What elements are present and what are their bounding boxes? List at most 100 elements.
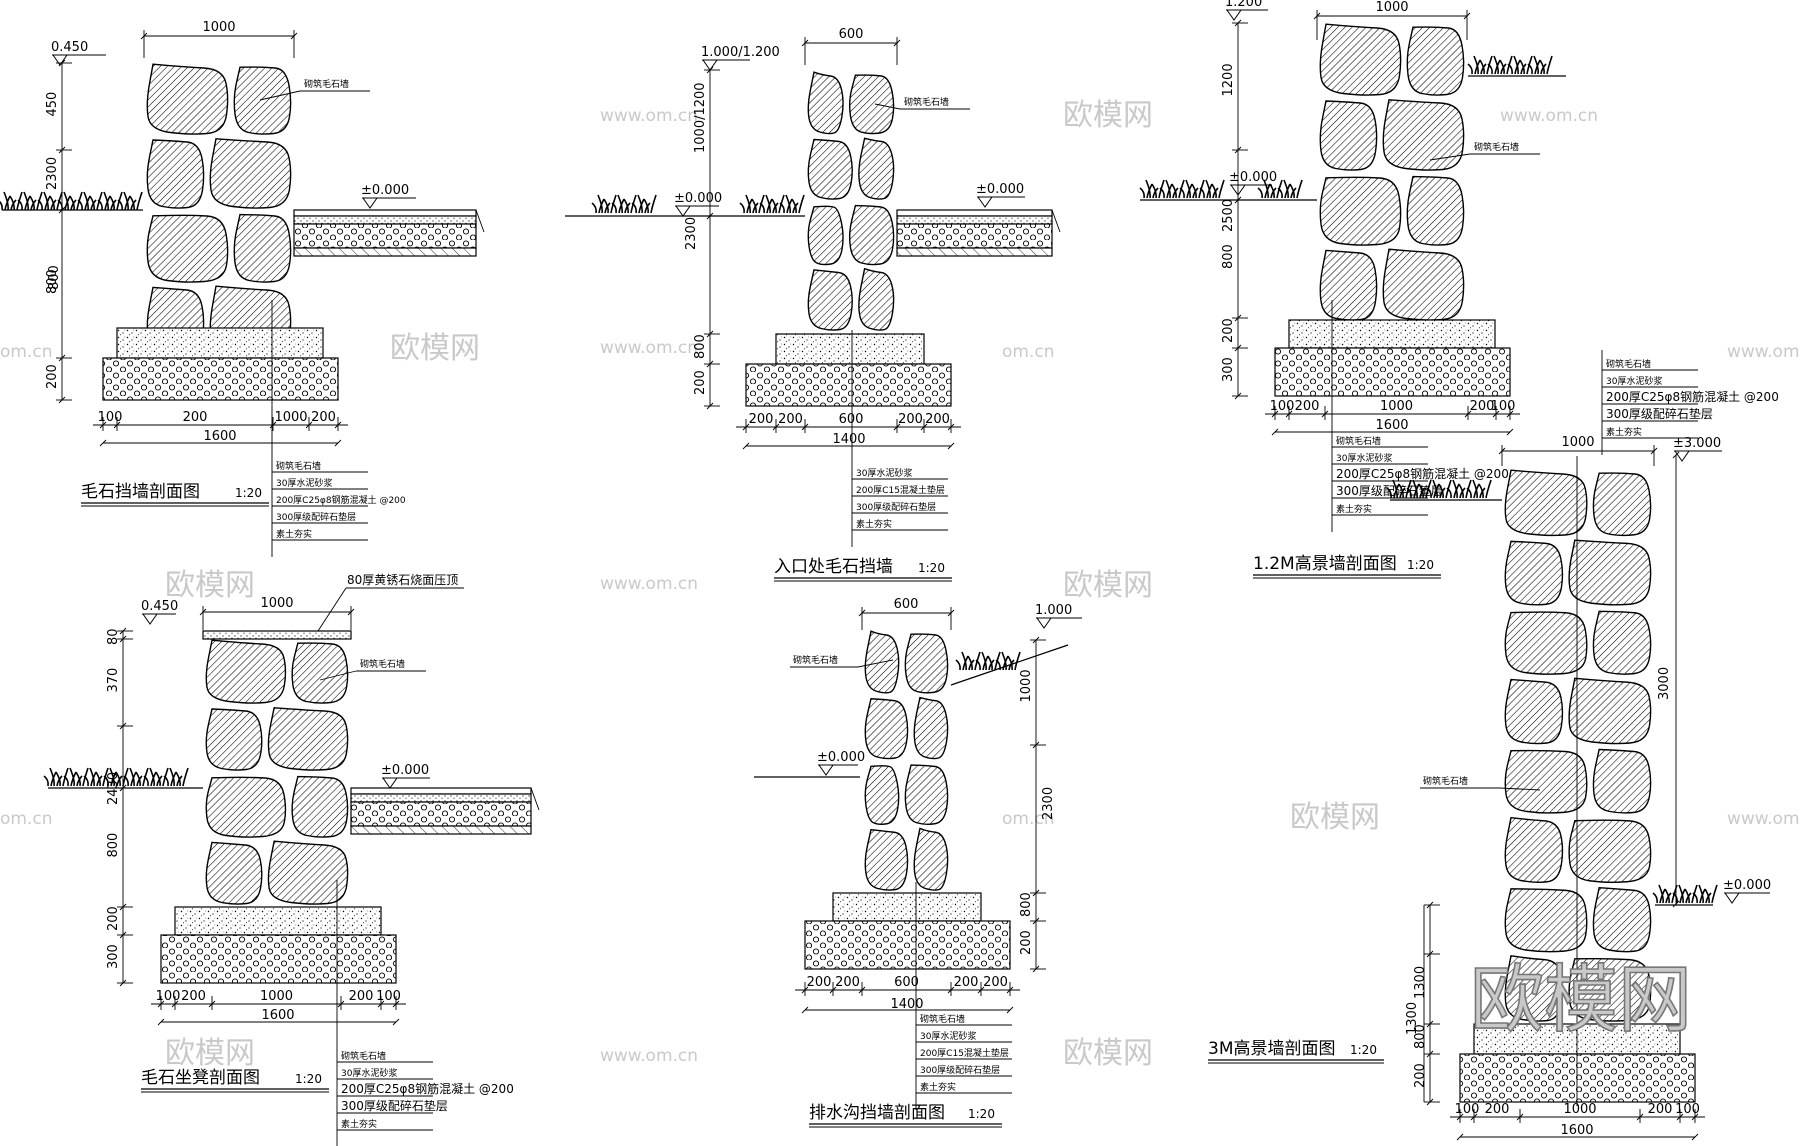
paving-base — [896, 223, 1053, 249]
slope-line — [950, 644, 1069, 686]
watermark-url: www.om.cn — [600, 338, 698, 358]
layer-label: 素土夯实 — [1336, 503, 1372, 515]
dim-label-vertical: 2500 — [1221, 199, 1236, 232]
rubble-stone — [267, 707, 349, 771]
stone-wall-label: 砌筑毛石墙 — [1474, 141, 1519, 153]
dim-label-vertical: 800 — [693, 334, 708, 359]
grass-symbol — [1257, 179, 1303, 199]
level-value: ±0.000 — [1723, 878, 1771, 893]
layer-label: 200厚C25φ8钢筋混凝土 @200 — [341, 1081, 514, 1096]
layer-label: 30厚水泥砂浆 — [920, 1030, 976, 1042]
dim-label: 600 — [894, 975, 919, 990]
level-value: 0.450 — [51, 40, 88, 55]
dim-label-vertical: 800 — [47, 265, 62, 290]
dim-label-vertical: 200 — [1221, 318, 1236, 343]
dim-label: 100 — [98, 410, 123, 425]
rubble-stone — [205, 776, 287, 838]
break-line — [475, 209, 485, 233]
dim-label-vertical: 300 — [106, 944, 121, 969]
dim-label: 100 — [1491, 399, 1516, 414]
rubble-stone — [1504, 469, 1588, 537]
layer-label: 素土夯实 — [856, 518, 892, 530]
grass-tuft — [97, 191, 123, 211]
dim-label: 100 — [1455, 1102, 1480, 1117]
dim-tick — [1006, 1006, 1014, 1014]
dim-tick — [392, 1018, 400, 1026]
rubble-stone — [807, 138, 853, 200]
rubble-stone — [1319, 176, 1402, 246]
dim-label: 1000 — [1563, 1102, 1596, 1117]
rubble-stone — [205, 639, 287, 704]
layer-label: 300厚级配碎石垫层 — [1606, 406, 1713, 421]
dim-label: 200 — [898, 412, 923, 427]
dim-label: 1600 — [203, 429, 236, 444]
level-marker — [702, 59, 750, 71]
dim-label: 100 — [1675, 1102, 1700, 1117]
section-title: 1.2M高景墙剖面图 — [1253, 554, 1397, 574]
grass-tuft — [1179, 179, 1205, 199]
grass-tuft — [591, 194, 617, 214]
grass-tuft — [611, 194, 637, 214]
layer-label: 砌筑毛石墙 — [920, 1013, 965, 1025]
stone-wall-label: 砌筑毛石墙 — [904, 96, 949, 108]
rubble-stone — [807, 269, 853, 331]
level-value: ±0.000 — [674, 191, 722, 206]
dim-label: 1600 — [261, 1008, 294, 1023]
watermark-brand: 欧模网 — [1063, 568, 1153, 603]
rubble-stone — [913, 696, 949, 760]
stone-wall-label: 砌筑毛石墙 — [1423, 775, 1468, 787]
dim-label: 200 — [1470, 399, 1495, 414]
level-value: 1.200 — [1225, 0, 1262, 10]
layer-label: 300厚级配碎石垫层 — [341, 1098, 448, 1113]
rubble-stone — [1504, 749, 1588, 814]
leader-line — [319, 670, 357, 681]
rubble-stone — [1568, 539, 1652, 606]
layer-label: 30厚水泥砂浆 — [856, 467, 912, 479]
level-value: 1.000 — [1035, 603, 1072, 618]
rubble-stone-wall — [807, 71, 895, 331]
dim-label-vertical: 800 — [45, 269, 60, 294]
rubble-stone — [209, 138, 292, 209]
dim-label-vertical: 2300 — [45, 157, 60, 190]
paving-soil — [896, 247, 1053, 257]
watermark-url: om.cn — [1002, 809, 1055, 829]
section-title: 毛石坐凳剖面图 — [141, 1068, 260, 1088]
paving-mortar — [350, 793, 532, 803]
dim-tick — [1691, 1133, 1699, 1141]
rubble-stone — [1319, 100, 1378, 171]
grass-tuft — [1652, 884, 1678, 904]
watermark-url: www.om.cn — [1727, 809, 1800, 829]
level-triangle — [1226, 9, 1242, 21]
dim-tick — [742, 442, 750, 450]
dim-label-vertical: 1000/1200 — [693, 82, 708, 153]
grass-tuft — [1159, 179, 1185, 199]
grass-tuft — [1692, 884, 1718, 904]
dim-label: 200 — [983, 975, 1008, 990]
rubble-stone — [858, 267, 895, 331]
grass-tuft — [1386, 479, 1412, 499]
layer-label: 30厚水泥砂浆 — [341, 1067, 397, 1079]
dim-label: 1400 — [890, 997, 923, 1012]
grass-tuft — [759, 194, 785, 214]
concrete-footing — [832, 892, 982, 922]
level-value: ±0.000 — [381, 763, 429, 778]
grass-tuft — [631, 194, 657, 214]
grass-tuft — [0, 191, 23, 211]
layer-label: 300厚级配碎石垫层 — [856, 501, 936, 513]
dim-label: 1600 — [1560, 1123, 1593, 1138]
grass-tuft — [1406, 479, 1432, 499]
layer-label: 200厚C25φ8钢筋混凝土 @200 — [1336, 466, 1509, 481]
section-title: 毛石挡墙剖面图 — [81, 482, 200, 502]
grass-tuft — [117, 191, 143, 211]
dim-label-vertical: 200 — [45, 364, 60, 389]
dim-label-vertical: 200 — [1413, 1063, 1428, 1088]
rubble-stone — [233, 66, 292, 135]
concrete-footing — [174, 906, 382, 936]
paving-mortar — [896, 215, 1053, 225]
layer-label: 300厚级配碎石垫层 — [920, 1064, 1000, 1076]
dim-label-vertical: 3000 — [1657, 667, 1672, 700]
cap-label: 80厚黄锈石烧面压顶 — [347, 573, 458, 587]
dim-label: 1600 — [1375, 418, 1408, 433]
rubble-stone — [1504, 540, 1564, 606]
